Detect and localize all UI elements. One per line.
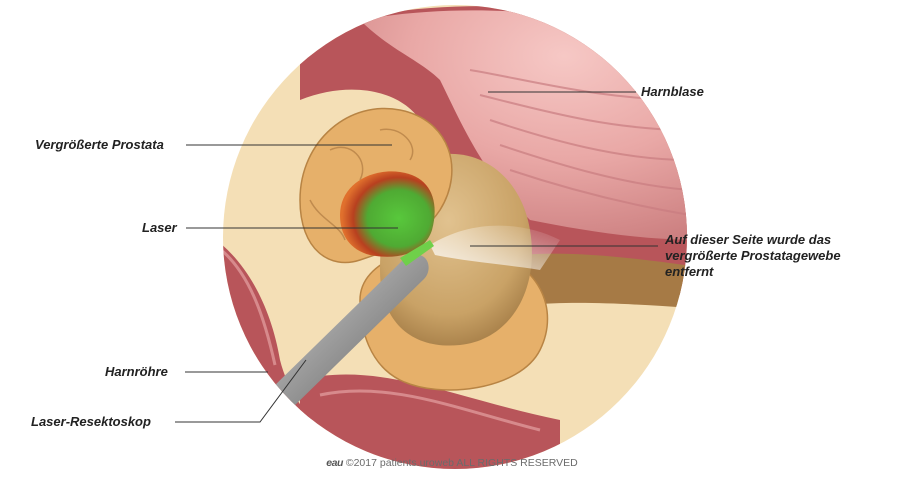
leader-lines — [175, 91, 658, 423]
laser-ablation-zone — [340, 171, 435, 257]
label-laser: Laser — [142, 220, 177, 235]
copyright-footer: eau©2017 patients.uroweb ALL RIGHTS RESE… — [0, 457, 904, 469]
light-beam — [430, 225, 560, 270]
label-urethra: Harnröhre — [105, 364, 168, 379]
eau-logo: eau — [326, 457, 343, 469]
label-removed-tissue: Auf dieser Seite wurde das vergrößerte P… — [665, 232, 841, 279]
label-laser-resectoscope: Laser-Resektoskop — [31, 414, 151, 429]
laser-fiber-tip — [400, 240, 434, 266]
copyright-text: ©2017 patients.uroweb ALL RIGHTS RESERVE… — [345, 457, 578, 469]
label-enlarged-prostate: Vergrößerte Prostata — [35, 137, 164, 152]
label-bladder: Harnblase — [641, 84, 704, 99]
urethra-distal — [520, 253, 687, 310]
laser-resectoscope — [270, 254, 429, 410]
